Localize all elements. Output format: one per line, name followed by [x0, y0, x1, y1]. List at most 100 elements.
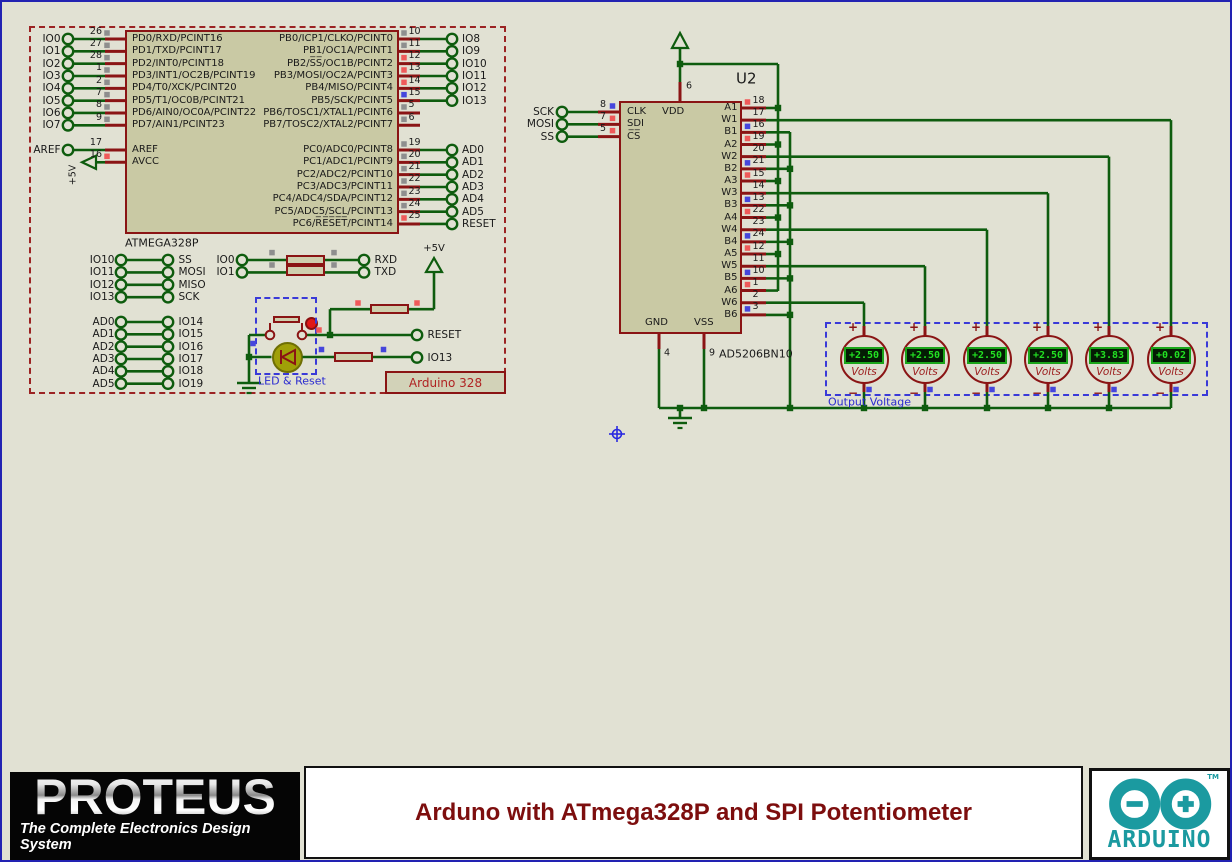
header-terminal[interactable]	[235, 265, 249, 279]
pin-number: 1	[752, 277, 759, 289]
header-terminal[interactable]	[161, 352, 175, 366]
header-terminal[interactable]	[235, 253, 249, 267]
pin-number: 16	[89, 148, 102, 160]
pin-ext-label: IO8	[462, 32, 481, 45]
output-voltage-selection-box	[825, 322, 1208, 396]
header-terminal[interactable]	[114, 278, 128, 292]
pin-ext-label: AD0	[462, 143, 484, 156]
io-terminal[interactable]	[445, 205, 459, 219]
pin-inner-label: VSS	[694, 317, 714, 328]
pin-number: 12	[752, 240, 765, 252]
header-terminal[interactable]	[114, 265, 128, 279]
header-terminal[interactable]	[161, 278, 175, 292]
header-label: AD4	[92, 365, 115, 378]
aref-terminal[interactable]	[61, 143, 75, 157]
led-resistor[interactable]	[334, 351, 373, 363]
io-terminal[interactable]	[61, 69, 75, 83]
led[interactable]	[271, 341, 303, 373]
pin-inner-label: PD7/AIN1/PCINT23	[132, 119, 225, 131]
header-terminal[interactable]	[114, 377, 128, 391]
io-terminal[interactable]	[445, 217, 459, 231]
header-terminal[interactable]	[114, 340, 128, 354]
header-terminal[interactable]	[161, 364, 175, 378]
header-terminal[interactable]	[161, 290, 175, 304]
header-terminal[interactable]	[161, 377, 175, 391]
header-terminal[interactable]	[114, 364, 128, 378]
spi-terminal[interactable]	[555, 117, 569, 131]
pin-number: 10	[752, 264, 765, 276]
io-terminal[interactable]	[61, 32, 75, 46]
io-terminal[interactable]	[445, 180, 459, 194]
io-terminal[interactable]	[61, 94, 75, 108]
reset-terminal[interactable]	[410, 328, 424, 342]
header-terminal[interactable]	[114, 352, 128, 366]
rx-resistor[interactable]	[286, 254, 325, 266]
header-terminal[interactable]	[161, 327, 175, 341]
junction-dot	[774, 177, 782, 185]
junction-dot	[774, 141, 782, 148]
state-square	[104, 42, 110, 49]
spi-terminal[interactable]	[555, 105, 569, 119]
plus5v-arrow-icon[interactable]	[670, 30, 690, 50]
header-terminal[interactable]	[161, 265, 175, 279]
io-terminal[interactable]	[61, 118, 75, 132]
io-terminal[interactable]	[445, 143, 459, 157]
io-terminal[interactable]	[445, 192, 459, 206]
button-terminal[interactable]	[264, 329, 276, 341]
io-terminal[interactable]	[445, 81, 459, 95]
io-terminal[interactable]	[61, 44, 75, 58]
header-terminal[interactable]	[114, 253, 128, 267]
io-terminal[interactable]	[445, 155, 459, 169]
header-terminal[interactable]	[357, 253, 371, 267]
pin-inner-label: PC5/ADC5/SCL/PCINT13	[274, 205, 393, 217]
atmega328p-chip-body[interactable]	[125, 30, 399, 234]
state-square	[104, 153, 110, 160]
pin-ext-label: MOSI	[526, 118, 554, 131]
io-terminal[interactable]	[445, 44, 459, 58]
io-terminal[interactable]	[445, 32, 459, 46]
plus5v-arrow-icon[interactable]	[424, 255, 444, 274]
header-label: IO13	[89, 290, 115, 303]
io-terminal[interactable]	[61, 106, 75, 120]
io-terminal[interactable]	[445, 168, 459, 182]
pin-number: 9	[709, 347, 716, 359]
pin-inner-label: PC4/ADC4/SDA/PCINT12	[272, 193, 393, 205]
proteus-tagline: The Complete Electronics Design System	[20, 821, 251, 853]
voltmeter-display: +2.50	[1028, 347, 1068, 364]
io-terminal[interactable]	[61, 81, 75, 95]
pin-number: 24	[408, 198, 421, 210]
pin-ext-label: RESET	[462, 217, 496, 230]
tx-resistor[interactable]	[286, 265, 325, 276]
pin-inner-label: AVCC	[132, 156, 160, 168]
header-terminal[interactable]	[114, 290, 128, 304]
io13-terminal[interactable]	[410, 351, 424, 364]
header-terminal[interactable]	[114, 327, 128, 341]
pin-inner-label: B3	[724, 199, 738, 211]
rail-label: +5V	[67, 165, 79, 186]
io-terminal[interactable]	[61, 57, 75, 71]
header-label: AD5	[92, 377, 115, 390]
pin-number: 11	[752, 252, 765, 264]
header-terminal[interactable]	[357, 265, 371, 279]
pin-inner-label: PC6/R̅E̅S̅E̅T̅/PCINT14	[292, 217, 393, 229]
header-terminal[interactable]	[161, 315, 175, 329]
io-terminal[interactable]	[445, 94, 459, 108]
io-terminal[interactable]	[445, 69, 459, 83]
voltmeter-unit: Volts	[1158, 365, 1184, 378]
state-square	[1050, 386, 1056, 393]
pin-number: 21	[752, 155, 765, 167]
spi-terminal[interactable]	[555, 130, 569, 144]
polarity-plus: +	[970, 320, 982, 334]
io-terminal[interactable]	[445, 57, 459, 71]
reset-pullup-resistor[interactable]	[370, 303, 409, 315]
header-terminal[interactable]	[161, 253, 175, 267]
polarity-minus: −	[970, 385, 982, 400]
ad5206-chip-body[interactable]	[619, 101, 742, 334]
pin-number: 1	[95, 62, 102, 74]
header-terminal[interactable]	[161, 340, 175, 354]
reset-button[interactable]	[273, 316, 300, 323]
polarity-plus: +	[1154, 320, 1166, 334]
pin-number: 22	[408, 173, 421, 185]
button-terminal[interactable]	[296, 329, 308, 341]
header-terminal[interactable]	[114, 315, 128, 329]
